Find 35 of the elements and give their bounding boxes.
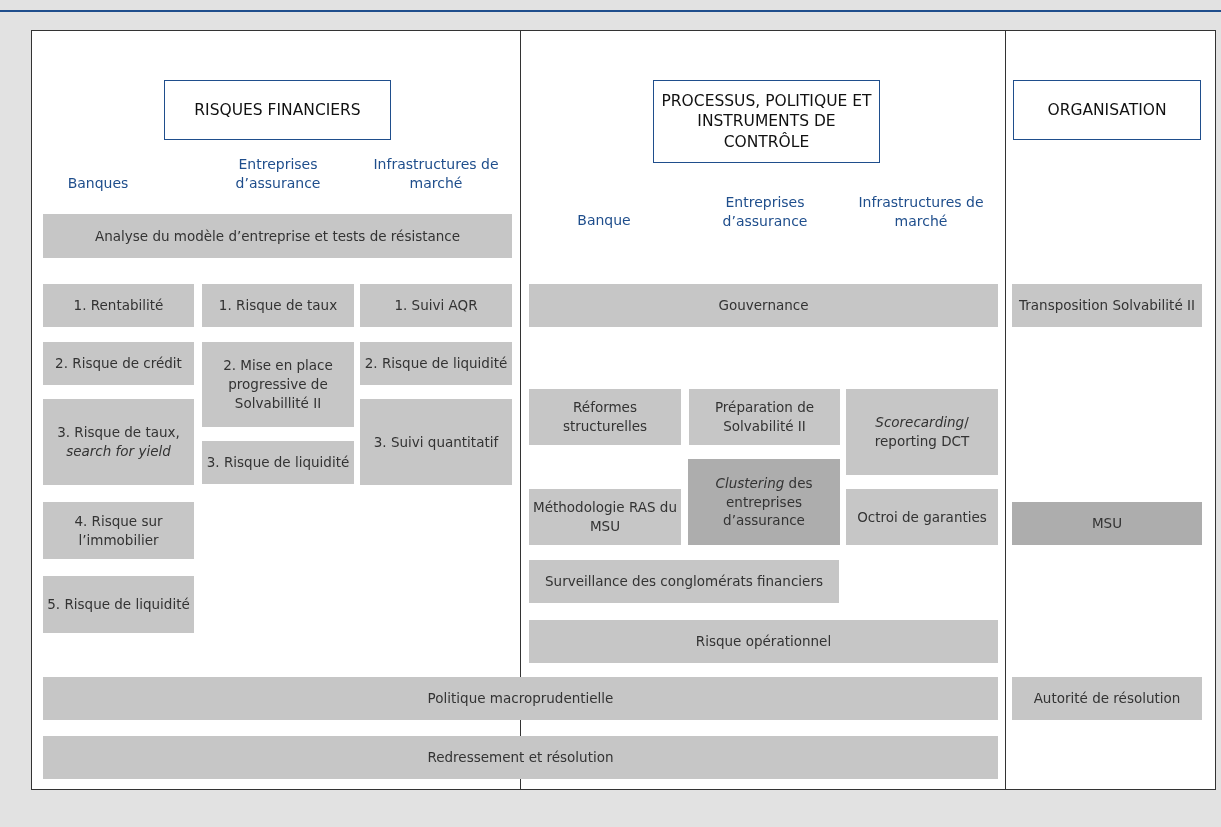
topic-box: 2. Mise en place progressive de Solvabillité II xyxy=(202,342,354,427)
topic-box: Politique macroprudentielle xyxy=(43,677,998,720)
topic-box: 3. Risque de taux, search for yield xyxy=(43,399,194,485)
topic-box: Méthodologie RAS du MSU xyxy=(529,489,681,545)
topic-box: Autorité de résolution xyxy=(1012,677,1202,720)
topic-box: Surveillance des conglomérats financiers xyxy=(529,560,839,603)
topic-box: 2. Risque de liquidité xyxy=(360,342,512,385)
topic-box: MSU xyxy=(1012,502,1202,545)
topic-box: 3. Risque de liquidité xyxy=(202,441,354,484)
topic-box: Scorecarding/ reporting DCT xyxy=(846,389,998,475)
section-heading-box: PROCESSUS, POLITIQUE ET INSTRUMENTS DE CONTRÔLE xyxy=(653,80,880,163)
topic-box: Clustering des entreprises d’assurance xyxy=(688,459,840,545)
topic-box: Préparation de Solvabilité II xyxy=(689,389,840,445)
topic-box: Risque opérationnel xyxy=(529,620,998,663)
column-heading: Banque xyxy=(576,211,632,230)
column-heading: Banques xyxy=(66,174,130,193)
topic-box: Redressement et résolution xyxy=(43,736,998,779)
topic-box: 5. Risque de liquidité xyxy=(43,576,194,633)
column-heading: Infrastructures de marché xyxy=(857,193,985,231)
column-heading: Entreprises d’assurance xyxy=(234,155,322,193)
topic-box: 3. Suivi quantitatif xyxy=(360,399,512,485)
topic-box: Réformes structurelles xyxy=(529,389,681,445)
section-heading-box: ORGANISATION xyxy=(1013,80,1201,140)
topic-box: 2. Risque de crédit xyxy=(43,342,194,385)
column-heading: Infrastructures de marché xyxy=(372,155,500,193)
topic-box: 1. Suivi AQR xyxy=(360,284,512,327)
topic-box: Transposition Solvabilité II xyxy=(1012,284,1202,327)
topic-box: Gouvernance xyxy=(529,284,998,327)
topic-box: 4. Risque sur l’immobilier xyxy=(43,502,194,559)
topic-box: Octroi de garanties xyxy=(846,489,998,545)
topic-box: 1. Risque de taux xyxy=(202,284,354,327)
column-heading: Entreprises d’assurance xyxy=(721,193,809,231)
topic-box: 1. Rentabilité xyxy=(43,284,194,327)
section-heading-box: RISQUES FINANCIERS xyxy=(164,80,391,140)
topic-box: Analyse du modèle d’entreprise et tests de résistance xyxy=(43,214,512,258)
